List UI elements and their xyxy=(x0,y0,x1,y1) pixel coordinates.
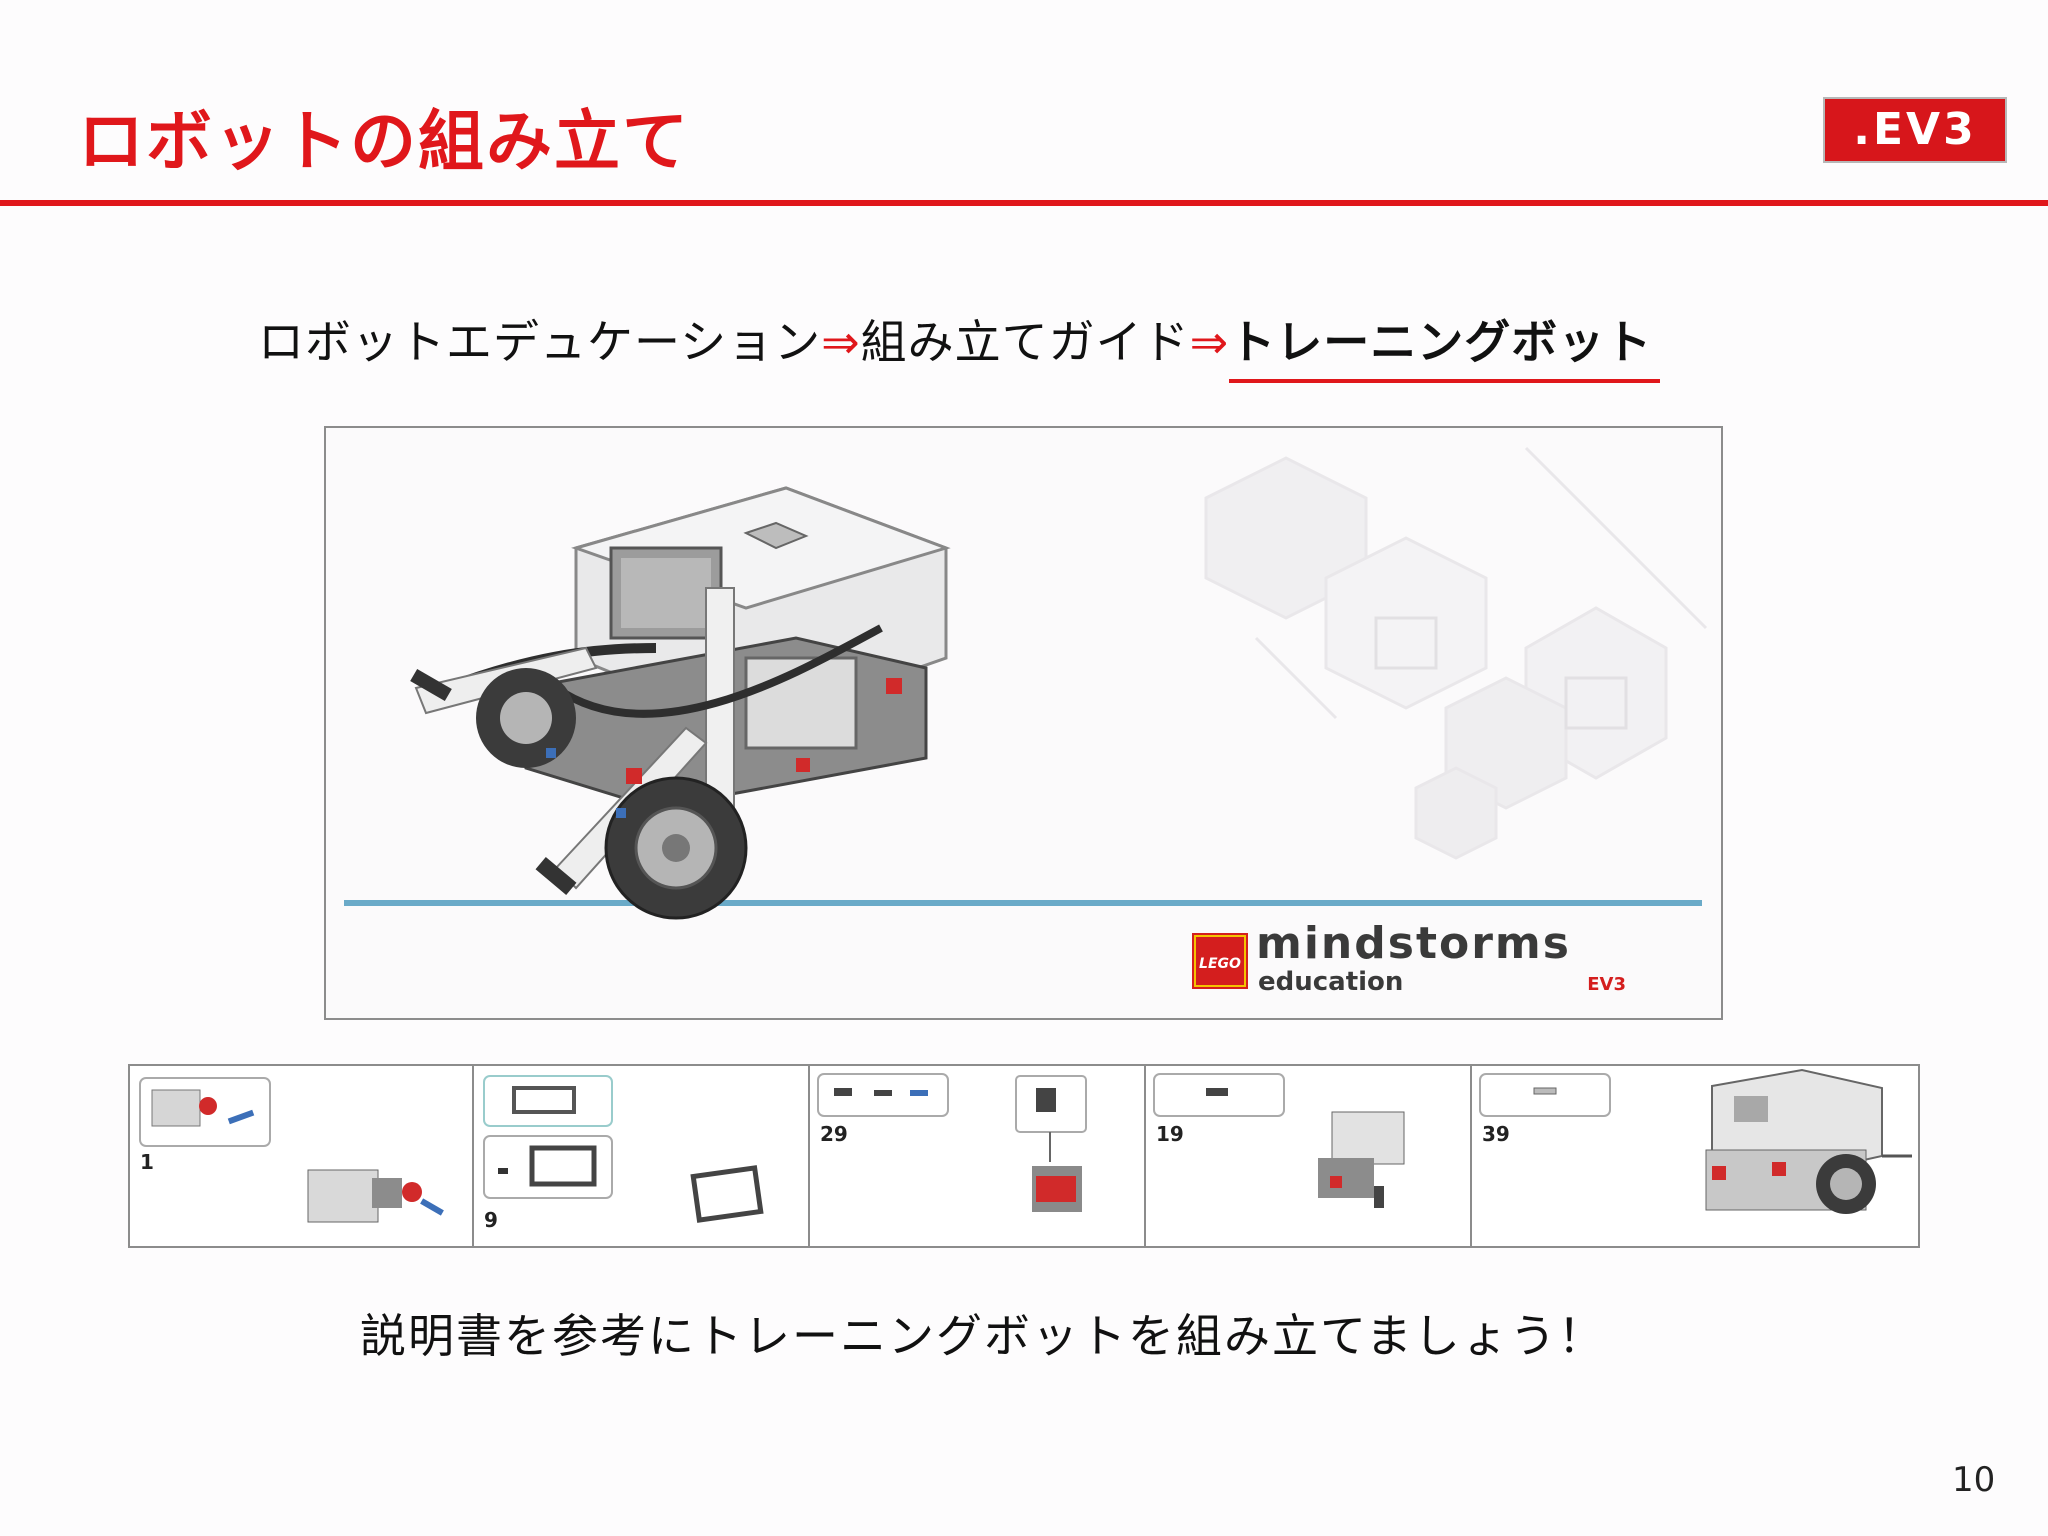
hexagon-pattern xyxy=(1204,446,1708,860)
robot-illustration xyxy=(410,486,951,920)
ev3-wordmark: EV3 xyxy=(1587,974,1626,995)
step-illustration xyxy=(1153,1073,1405,1208)
step-illustration xyxy=(483,1075,764,1223)
step-number: 9 xyxy=(484,1208,498,1232)
build-step-panel: 9 xyxy=(474,1066,810,1246)
ev3-logo: .EV3 xyxy=(1823,97,2007,163)
build-step-panel: 19 xyxy=(1146,1066,1472,1246)
step-illustration xyxy=(1479,1068,1912,1214)
build-step-panel: 29 xyxy=(810,1066,1146,1246)
slide-title: ロボットの組み立て xyxy=(78,103,690,180)
education-wordmark: education xyxy=(1258,967,1403,997)
breadcrumb-arrow-icon: ⇒ xyxy=(1189,315,1230,369)
step-number: 39 xyxy=(1482,1122,1510,1146)
floor-line xyxy=(344,900,1702,906)
mindstorms-brand: LEGO mindstorms education EV3 xyxy=(1192,918,1626,997)
instruction-cover-image: LEGO mindstorms education EV3 xyxy=(324,426,1723,1020)
instruction-caption: 説明書を参考にトレーニングボットを組み立てましょう！ xyxy=(360,1309,1606,1363)
breadcrumb: ロボットエデュケーション⇒組み立てガイド⇒トレーニングボット xyxy=(258,306,1652,372)
lego-logo xyxy=(1192,933,1248,989)
cover-illustration: LEGO mindstorms education EV3 xyxy=(344,446,1708,997)
build-step-panel: 1 xyxy=(130,1066,474,1246)
build-step-panel: 39 xyxy=(1472,1066,1918,1246)
step-illustration xyxy=(139,1077,444,1223)
build-steps-strip: 1 9 29 xyxy=(128,1064,1920,1248)
mindstorms-wordmark: mindstorms xyxy=(1256,918,1571,969)
step-illustration xyxy=(817,1073,1087,1212)
breadcrumb-arrow-icon: ⇒ xyxy=(821,315,861,369)
step-number: 1 xyxy=(140,1150,154,1174)
breadcrumb-item-build-guide: 組み立てガイド xyxy=(860,315,1190,369)
page-number: 10 xyxy=(1952,1460,1996,1500)
breadcrumb-item-training-bot: トレーニングボット xyxy=(1229,315,1653,369)
header-divider xyxy=(0,200,2048,206)
breadcrumb-item-robot-education: ロボットエデュケーション xyxy=(258,315,822,369)
step-number: 19 xyxy=(1156,1122,1184,1146)
lego-logo-text: LEGO xyxy=(1199,956,1241,972)
step-number: 29 xyxy=(820,1122,848,1146)
